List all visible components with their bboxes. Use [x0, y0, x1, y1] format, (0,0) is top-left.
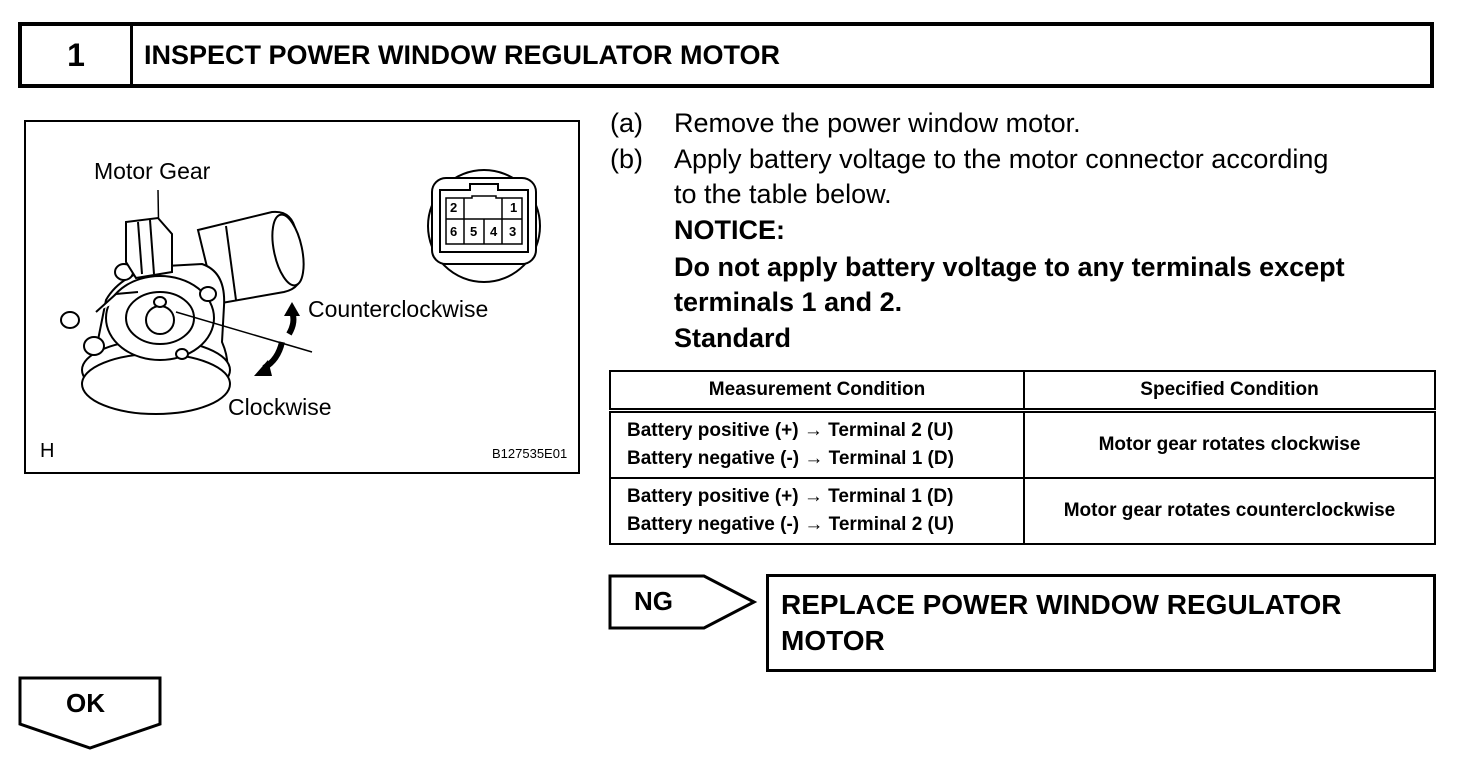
- pin-number: 5: [470, 224, 478, 239]
- step-header: 1 INSPECT POWER WINDOW REGULATOR MOTOR: [18, 22, 1434, 88]
- condition-cell: Battery positive (+) → Terminal 2 (U) Ba…: [609, 409, 1025, 479]
- table-row: Battery positive (+) → Terminal 1 (D) Ba…: [609, 477, 1436, 545]
- pin-number: 2: [450, 200, 458, 215]
- notice-line1: Do not apply battery voltage to any term…: [674, 252, 1345, 282]
- ng-action-line: REPLACE POWER WINDOW REGULATOR: [781, 589, 1342, 620]
- step-number: 1: [22, 26, 133, 84]
- motor-illustration: [60, 169, 541, 415]
- ng-action-text: REPLACE POWER WINDOW REGULATOR MOTOR: [781, 587, 1342, 659]
- motor-figure: Motor Gear Counterclockwise Clockwise H …: [24, 120, 580, 474]
- column-header: Specified Condition: [1023, 370, 1436, 412]
- condition-cell: Battery positive (+) → Terminal 1 (D) Ba…: [609, 477, 1025, 545]
- pin-number: 6: [450, 224, 458, 239]
- figure-code: B127535E01: [492, 446, 568, 461]
- step-title: INSPECT POWER WINDOW REGULATOR MOTOR: [144, 39, 780, 70]
- clockwise-label: Clockwise: [228, 394, 332, 420]
- pin-number: 3: [509, 224, 517, 239]
- result-cell: Motor gear rotates clockwise: [1023, 409, 1436, 479]
- condition-line: Battery positive (+) → Terminal 2 (U): [627, 420, 954, 441]
- step-a-text: Remove the power window motor.: [674, 108, 1081, 138]
- step-b-text-line2: to the table below.: [674, 179, 892, 209]
- ng-tag-shape: [608, 574, 758, 630]
- table-row: Battery positive (+) → Terminal 2 (U) Ba…: [609, 409, 1436, 479]
- step-b-text-line1: Apply battery voltage to the motor conne…: [674, 144, 1329, 174]
- pin-number: 1: [510, 200, 518, 215]
- column-header: Measurement Condition: [609, 370, 1025, 412]
- notice-title: NOTICE:: [674, 215, 785, 245]
- ok-tag-shape: [18, 676, 162, 750]
- figure-corner-letter: H: [40, 440, 55, 462]
- condition-line: Battery negative (-) → Terminal 1 (D): [627, 448, 954, 469]
- pin-number: 4: [490, 224, 498, 239]
- spec-table: Measurement Condition Specified Conditio…: [609, 370, 1436, 545]
- ok-tag: OK: [66, 688, 105, 718]
- condition-line: Battery negative (-) → Terminal 2 (U): [627, 514, 954, 535]
- condition-line: Battery positive (+) → Terminal 1 (D): [627, 486, 954, 507]
- notice-line2: terminals 1 and 2.: [674, 287, 903, 317]
- table-header-row: Measurement Condition Specified Conditio…: [609, 370, 1436, 412]
- ng-tag: NG: [634, 586, 673, 616]
- motor-gear-label: Motor Gear: [94, 158, 211, 184]
- step-a-letter: (a): [610, 108, 643, 138]
- counterclockwise-label: Counterclockwise: [308, 296, 489, 322]
- step-b-letter: (b): [610, 144, 643, 174]
- standard-label: Standard: [674, 323, 792, 353]
- result-cell: Motor gear rotates counterclockwise: [1023, 477, 1436, 545]
- ng-action-box: REPLACE POWER WINDOW REGULATOR MOTOR: [766, 574, 1436, 672]
- ng-action-line: MOTOR: [781, 625, 885, 656]
